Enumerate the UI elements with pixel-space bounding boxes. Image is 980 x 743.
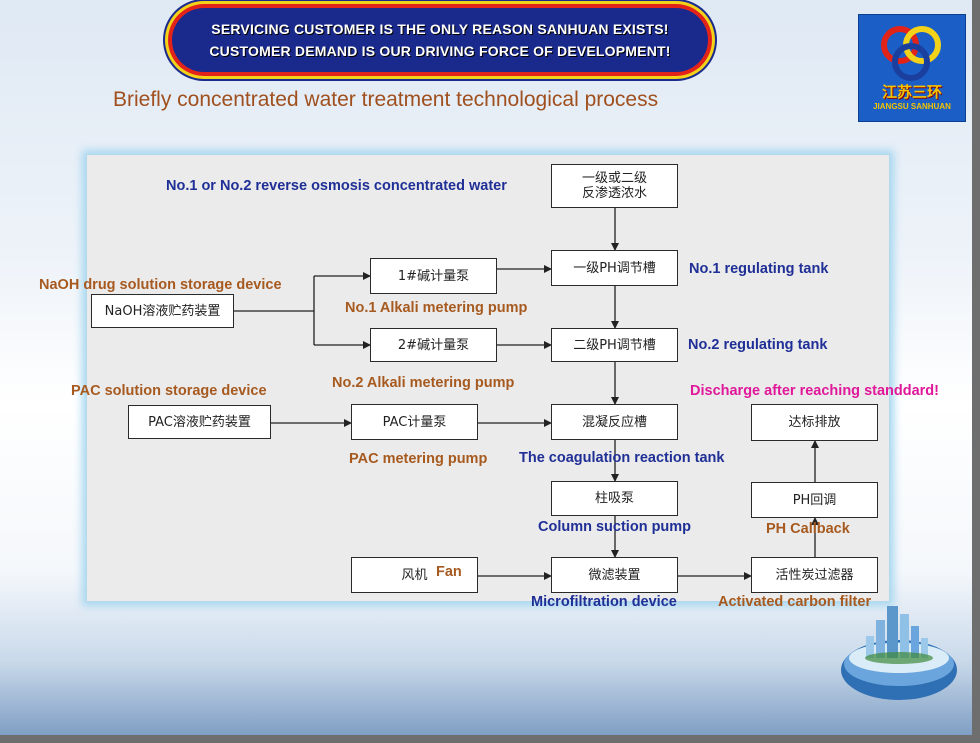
- node-pac-storage: PAC溶液贮药装置: [128, 405, 271, 439]
- node-alkali-pump1: 1#碱计量泵: [370, 258, 497, 294]
- logo-chinese-name: 江苏三环: [881, 83, 942, 101]
- company-logo: 江苏三环 JIANGSU SANHUAN: [858, 14, 966, 122]
- label-fan: Fan: [436, 564, 462, 580]
- rings-icon: [881, 26, 941, 81]
- node-ph-callback: PH回调: [751, 482, 878, 518]
- node-microfilter: 微滤装置: [551, 557, 678, 593]
- slogan-banner: SERVICING CUSTOMER IS THE ONLY REASON SA…: [172, 8, 708, 72]
- node-alkali-pump2: 2#碱计量泵: [370, 328, 497, 362]
- node-discharge: 达标排放: [751, 404, 878, 441]
- globe-city-icon: [841, 606, 957, 700]
- label-tank2: No.2 regulating tank: [688, 337, 828, 353]
- label-discharge: Discharge after reaching standdard!: [690, 383, 939, 399]
- label-ph-callback: PH Callback: [766, 521, 850, 537]
- node-coag-tank: 混凝反应槽: [551, 404, 678, 440]
- label-pac-storage: PAC solution storage device: [71, 383, 267, 399]
- slogan-line-2: CUSTOMER DEMAND IS OUR DRIVING FORCE OF …: [209, 43, 671, 59]
- label-naoh-storage: NaOH drug solution storage device: [39, 277, 282, 293]
- slogan-line-1: SERVICING CUSTOMER IS THE ONLY REASON SA…: [211, 21, 669, 37]
- node-fan: 风机: [351, 557, 478, 593]
- label-column-pump: Column suction pump: [538, 519, 692, 535]
- label-tank1: No.1 regulating tank: [689, 261, 829, 277]
- node-tank1: 一级PH调节槽: [551, 250, 678, 286]
- node-pac-pump: PAC计量泵: [351, 404, 478, 440]
- label-coag-tank: The coagulation reaction tank: [519, 450, 725, 466]
- label-alkali-pump1: No.1 Alkali metering pump: [345, 300, 528, 316]
- label-microfilter: Microfiltration device: [531, 594, 677, 610]
- node-naoh-storage: NaOH溶液贮药装置: [91, 294, 234, 328]
- label-alkali-pump2: No.2 Alkali metering pump: [332, 375, 515, 391]
- node-ro-water: 一级或二级 反渗透浓水: [551, 164, 678, 208]
- node-carbon-filter: 活性炭过滤器: [751, 557, 878, 593]
- node-column-pump: 柱吸泵: [551, 481, 678, 516]
- label-ro-water: No.1 or No.2 reverse osmosis concentrate…: [166, 178, 507, 194]
- process-diagram: [86, 154, 890, 602]
- node-tank2: 二级PH调节槽: [551, 328, 678, 362]
- logo-english-name: JIANGSU SANHUAN: [873, 102, 951, 111]
- page-title: Briefly concentrated water treatment tec…: [113, 88, 659, 111]
- label-pac-pump: PAC metering pump: [349, 451, 488, 467]
- label-carbon-filter: Activated carbon filter: [718, 594, 872, 610]
